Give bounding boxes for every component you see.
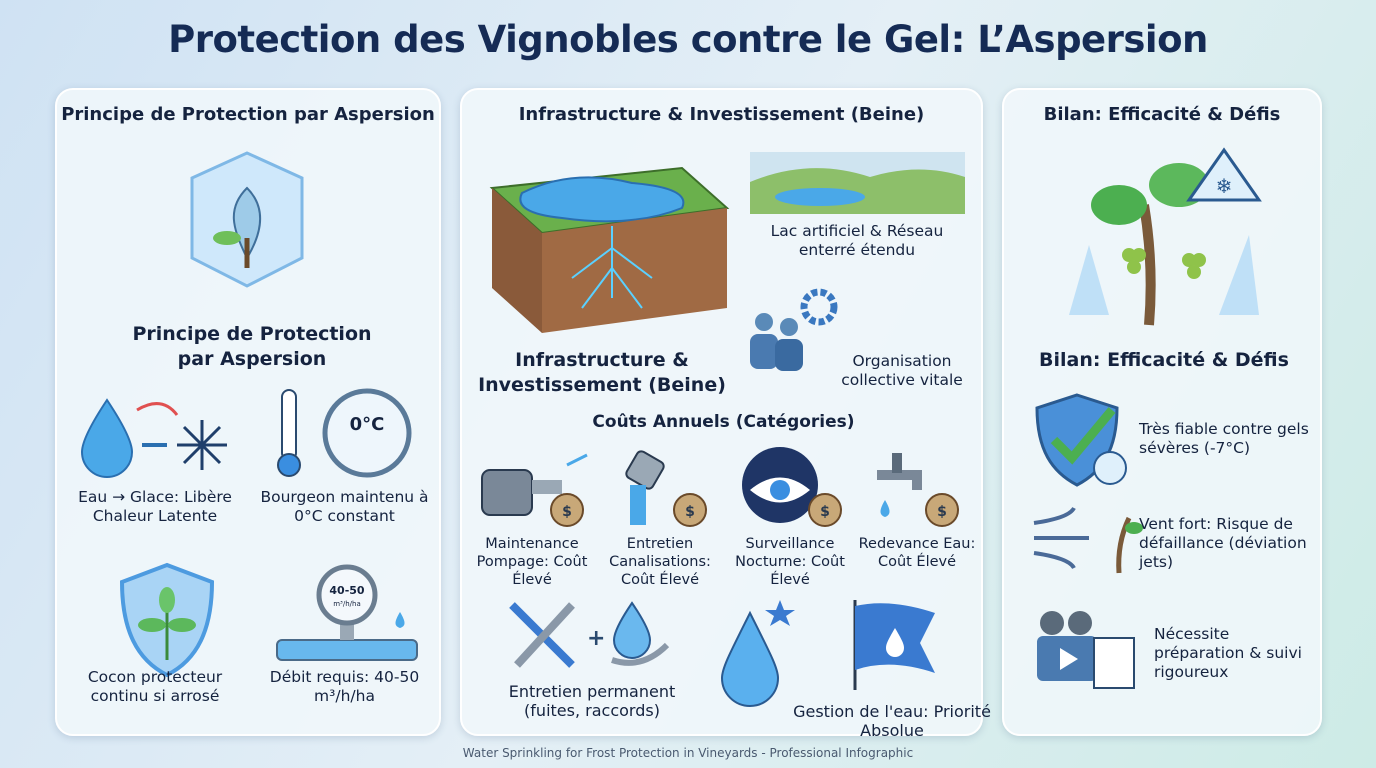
panel-subtitle: Bilan: Efficacité & Défis xyxy=(1039,349,1289,371)
footer-caption: Water Sprinkling for Frost Protection in… xyxy=(462,746,914,760)
panel-header: Principe de Protection par Aspersion xyxy=(61,104,435,125)
svg-text:❄: ❄ xyxy=(1216,174,1233,198)
vine-frost-icon: ❄ xyxy=(1069,147,1262,326)
gauge-value: 0°C xyxy=(350,414,385,435)
water-to-ice-icon xyxy=(80,398,227,478)
lake-landscape-icon xyxy=(750,152,965,214)
svg-text:$: $ xyxy=(562,504,572,520)
assessment-label: Très fiable contre gels sévères (-7°C) xyxy=(1139,420,1309,457)
panel-header: Infrastructure & Investissement (Beine) xyxy=(518,104,925,125)
shield-check-icon xyxy=(1035,393,1127,487)
assessment-label: Vent fort: Risque de défaillance (déviat… xyxy=(1139,515,1307,571)
tools-icon: + xyxy=(509,601,670,668)
night-eye-icon: $ xyxy=(742,447,842,527)
item-label: Bourgeon maintenu à 0°C constant xyxy=(260,488,429,525)
panel-infrastructure: Infrastructure & Investissement (Beine) … xyxy=(460,88,991,740)
flow-meter-icon: 40-50 m³/h/ha xyxy=(276,564,418,661)
panel-header: Bilan: Efficacité & Défis xyxy=(1043,104,1281,125)
water-drop-star-icon xyxy=(720,600,795,707)
svg-text:+: + xyxy=(587,626,605,651)
costs-title: Coûts Annuels (Catégories) xyxy=(592,412,855,432)
gauge-unit: m³/h/ha xyxy=(333,600,361,608)
flag-icon xyxy=(853,600,935,690)
ice-cube-bud-icon xyxy=(190,151,304,288)
org-label: Organisation collective vitale xyxy=(841,352,963,389)
cost-item: $ Redevance Eau: Coût Élevé xyxy=(857,445,977,585)
camera-notes-icon xyxy=(1037,611,1135,689)
lake-network-icon xyxy=(489,166,730,333)
cost-label: Maintenance Pompage: Coût Élevé xyxy=(476,536,588,588)
cost-item: $ Entretien Canalisations: Coût Élevé xyxy=(600,445,720,588)
svg-text:$: $ xyxy=(685,504,695,520)
people-gears-icon xyxy=(750,288,838,371)
wind-icon xyxy=(1033,506,1143,574)
thermometer-gauge-icon: 0°C xyxy=(277,388,412,478)
svg-text:$: $ xyxy=(937,504,947,520)
panel-subtitle: Infrastructure & Investissement (Beine) xyxy=(478,349,726,396)
assessment-label: Nécessite préparation & suivi rigoureux xyxy=(1154,625,1302,681)
lake-label: Lac artificiel & Réseau enterré étendu xyxy=(770,222,944,259)
panel-subtitle: Principe de Protection par Aspersion xyxy=(132,323,372,370)
svg-text:$: $ xyxy=(820,504,830,520)
pump-icon: $ xyxy=(481,453,588,527)
shield-plant-icon xyxy=(119,562,215,678)
panel-principle: Principe de Protection par Aspersion Pri… xyxy=(55,88,441,736)
cost-label: Redevance Eau: Coût Élevé xyxy=(858,536,976,570)
cost-label: Entretien Canalisations: Coût Élevé xyxy=(609,536,711,588)
faucet-icon: $ xyxy=(877,453,959,527)
item-label: Cocon protecteur continu si arrosé xyxy=(87,668,223,705)
cost-item: $ Surveillance Nocturne: Coût Élevé xyxy=(730,445,850,588)
item-label: Débit requis: 40-50 m³/h/ha xyxy=(269,668,420,705)
pipe-icon: $ xyxy=(625,450,707,527)
gauge-value: 40-50 xyxy=(329,584,365,597)
item-label: Eau → Glace: Libère Chaleur Latente xyxy=(78,488,232,525)
bottom-label: Entretien permanent (fuites, raccords) xyxy=(508,682,676,720)
page-title: Protection des Vignobles contre le Gel: … xyxy=(168,18,1208,61)
panel-assessment: Bilan: Efficacité & Défis ❄ Bilan: Effic… xyxy=(1002,88,1322,736)
bottom-label: Gestion de l'eau: Priorité Absolue xyxy=(793,702,991,740)
cost-item: $ Maintenance Pompage: Coût Élevé xyxy=(472,445,592,588)
cost-label: Surveillance Nocturne: Coût Élevé xyxy=(735,536,845,588)
